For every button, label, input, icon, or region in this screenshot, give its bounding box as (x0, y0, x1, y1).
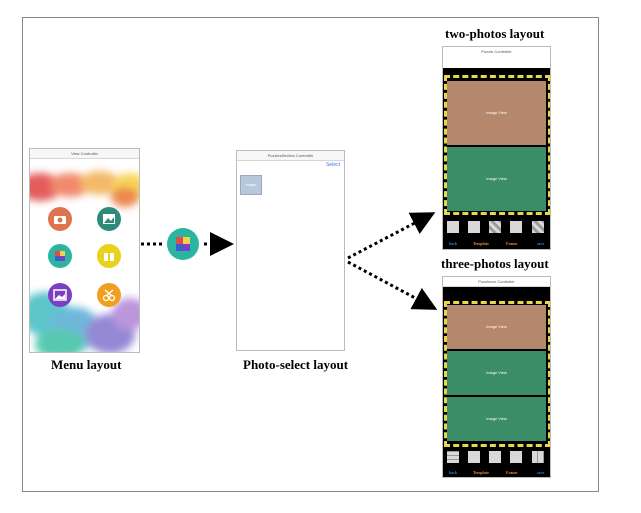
menu-caption: Menu layout (51, 357, 122, 372)
camera-icon[interactable] (48, 207, 72, 231)
photo-select-title: PuzzlesSection Controller (237, 151, 344, 161)
select-button[interactable]: Select (326, 162, 340, 168)
two-photos-heading: two-photos layout (445, 26, 545, 41)
scissors-icon[interactable] (97, 283, 121, 307)
menu-screen: View Controller (29, 148, 140, 353)
photo-thumbnail[interactable]: Image (240, 175, 262, 195)
template-thumb-2[interactable] (468, 451, 480, 463)
three-photos-heading: three-photos layout (441, 256, 549, 271)
two-photos-toolbar: back Template Frame save (443, 217, 550, 249)
puzzle-icon[interactable] (48, 244, 72, 268)
image-view-1[interactable]: Image View (447, 305, 546, 349)
three-photos-screen: Puzzlexxx Controller Image View Image Vi… (442, 276, 551, 478)
back-button[interactable]: back (449, 241, 458, 246)
template-thumb-1[interactable] (447, 221, 459, 233)
image-view-2[interactable]: Image View (447, 351, 546, 395)
image-view-3[interactable]: Image View (447, 397, 546, 441)
gallery-icon[interactable] (97, 207, 121, 231)
back-button[interactable]: back (449, 470, 458, 475)
save-button[interactable]: save (537, 470, 545, 475)
frame-button[interactable]: Frame (506, 241, 518, 246)
gift-icon[interactable] (97, 244, 121, 268)
two-photos-screen: Puzzle Controller Image View Image View … (442, 46, 551, 250)
middle-puzzle-icon (167, 228, 199, 260)
three-photos-toolbar: back Template Frame save (443, 447, 550, 477)
three-photos-frame (444, 301, 550, 447)
template-button[interactable]: Template (473, 470, 489, 475)
template-button[interactable]: Template (473, 241, 489, 246)
template-thumb-4[interactable] (510, 451, 522, 463)
three-photos-title: Puzzlexxx Controller (443, 277, 550, 287)
menu-title: View Controller (30, 149, 139, 159)
template-thumb-5[interactable] (532, 221, 544, 233)
image-view-2[interactable]: Image View (447, 147, 546, 211)
photo-select-caption: Photo-select layout (243, 357, 349, 372)
template-thumb-3[interactable] (489, 221, 501, 233)
watercolor-background (30, 171, 139, 352)
image-view-1[interactable]: Image View (447, 81, 546, 145)
template-thumb-4[interactable] (510, 221, 522, 233)
template-thumb-1[interactable] (447, 451, 459, 463)
photo-select-screen: PuzzlesSection Controller Select Image (236, 150, 345, 351)
frame-button[interactable]: Frame (506, 470, 518, 475)
landscape-icon[interactable] (48, 283, 72, 307)
template-thumb-2[interactable] (468, 221, 480, 233)
template-thumb-3[interactable] (489, 451, 501, 463)
save-button[interactable]: save (537, 241, 545, 246)
template-thumb-5[interactable] (532, 451, 544, 463)
two-photos-frame (444, 75, 550, 215)
